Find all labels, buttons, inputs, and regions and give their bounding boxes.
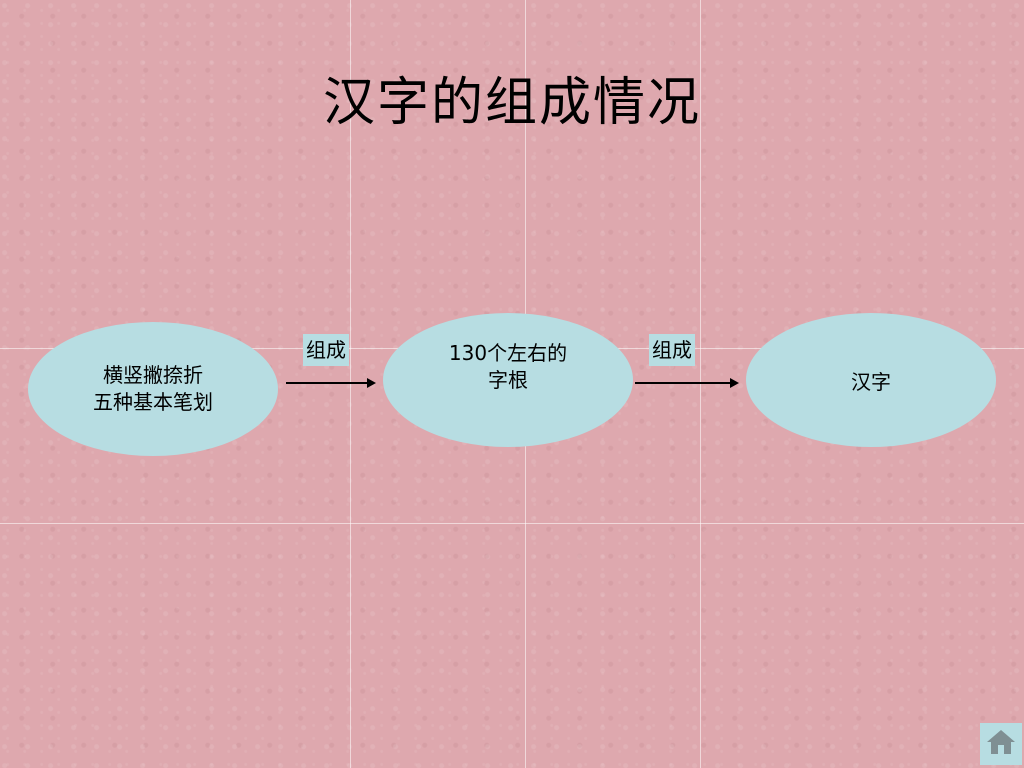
arrow-strokes-to-radicals <box>286 378 376 388</box>
node-hanzi-label: 汉字 <box>851 369 891 394</box>
node-radicals: 130个左右的 字根 <box>383 313 633 447</box>
node-radicals-label: 130个左右的 字根 <box>448 341 568 392</box>
edge-label-radicals-to-hanzi: 组成 <box>649 334 695 366</box>
slide-title: 汉字的组成情况 <box>322 73 701 133</box>
home-icon <box>986 728 1016 760</box>
arrow-radicals-to-hanzi <box>635 378 739 388</box>
node-basic-strokes: 横竖撇捺折 五种基本笔划 <box>28 322 278 456</box>
home-button[interactable] <box>980 723 1022 765</box>
node-hanzi: 汉字 <box>746 313 996 447</box>
edge-label-strokes-to-radicals: 组成 <box>303 334 349 366</box>
node-basic-strokes-label: 横竖撇捺折 五种基本笔划 <box>93 363 213 414</box>
